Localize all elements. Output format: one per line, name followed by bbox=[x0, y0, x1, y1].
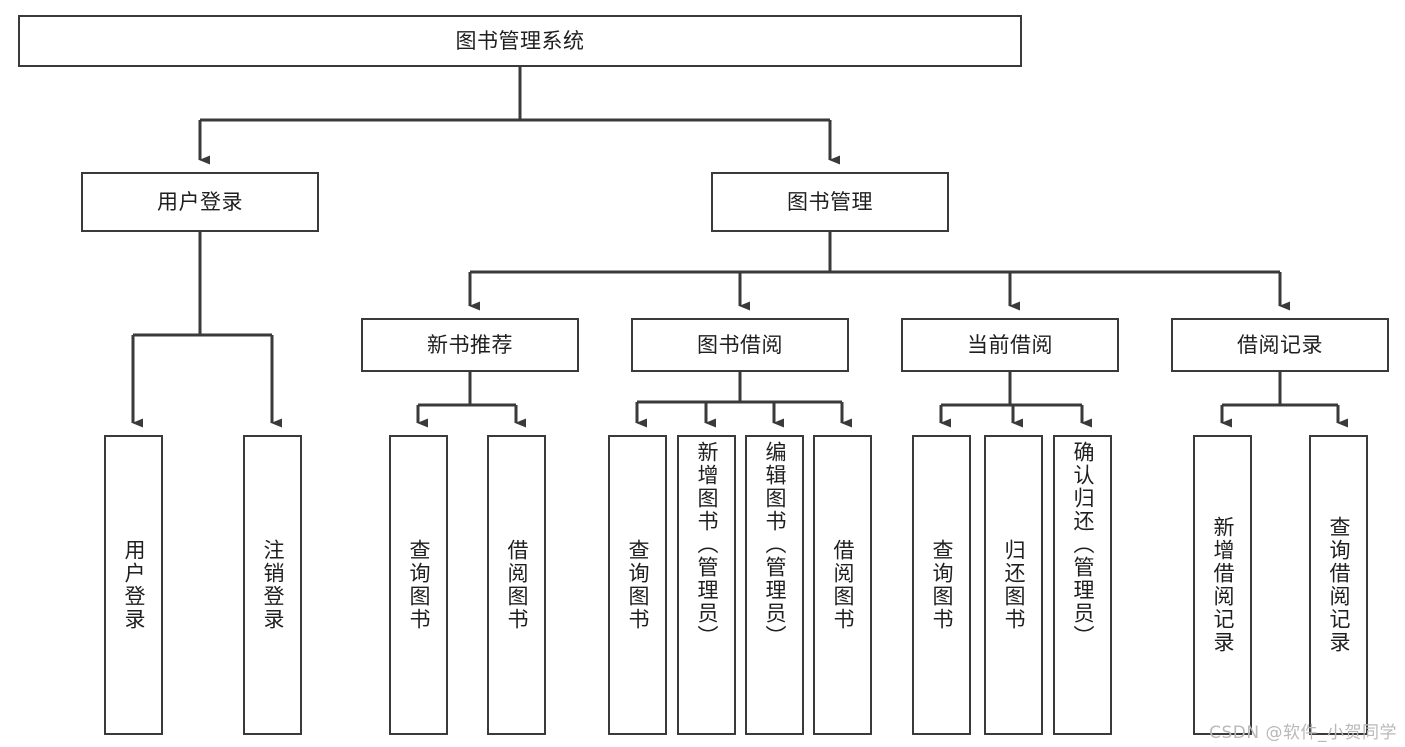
node-leaf-return-book-label: 归还图书 bbox=[1001, 539, 1026, 631]
node-user-login[interactable]: 用户登录 bbox=[81, 172, 319, 232]
node-new-book-rec-label: 新书推荐 bbox=[427, 332, 513, 357]
node-leaf-user-login-label: 用户登录 bbox=[121, 539, 146, 631]
node-book-borrow-label: 图书借阅 bbox=[697, 332, 783, 357]
node-leaf-query-book-3[interactable]: 查询图书 bbox=[912, 435, 971, 735]
node-leaf-add-book-admin-label: 新增图书（管理员） bbox=[694, 441, 719, 648]
node-leaf-return-book[interactable]: 归还图书 bbox=[984, 435, 1043, 735]
node-leaf-query-book-2-label: 查询图书 bbox=[625, 539, 650, 631]
node-leaf-borrow-book-2-label: 借阅图书 bbox=[830, 539, 855, 631]
node-leaf-edit-book-admin[interactable]: 编辑图书（管理员） bbox=[745, 435, 804, 735]
node-root-label: 图书管理系统 bbox=[455, 28, 585, 53]
node-leaf-query-book-1-label: 查询图书 bbox=[406, 539, 431, 631]
node-leaf-user-logout-label: 注销登录 bbox=[260, 539, 285, 631]
node-current-borrow[interactable]: 当前借阅 bbox=[901, 318, 1119, 372]
node-leaf-edit-book-admin-label: 编辑图书（管理员） bbox=[762, 441, 787, 648]
node-user-login-label: 用户登录 bbox=[157, 189, 243, 214]
node-leaf-borrow-book-1-label: 借阅图书 bbox=[504, 539, 529, 631]
node-borrow-record[interactable]: 借阅记录 bbox=[1171, 318, 1389, 372]
node-book-borrow[interactable]: 图书借阅 bbox=[631, 318, 849, 372]
node-leaf-borrow-book-1[interactable]: 借阅图书 bbox=[487, 435, 546, 735]
node-leaf-query-book-3-label: 查询图书 bbox=[929, 539, 954, 631]
node-leaf-query-book-2[interactable]: 查询图书 bbox=[608, 435, 667, 735]
node-current-borrow-label: 当前借阅 bbox=[967, 332, 1053, 357]
node-leaf-confirm-return-admin-label: 确认归还（管理员） bbox=[1070, 441, 1095, 648]
node-root[interactable]: 图书管理系统 bbox=[18, 15, 1022, 67]
node-leaf-query-borrow-record[interactable]: 查询借阅记录 bbox=[1309, 435, 1368, 735]
node-book-manage[interactable]: 图书管理 bbox=[711, 172, 949, 232]
node-leaf-add-borrow-record-label: 新增借阅记录 bbox=[1210, 516, 1235, 654]
node-leaf-query-book-1[interactable]: 查询图书 bbox=[389, 435, 448, 735]
node-leaf-user-login[interactable]: 用户登录 bbox=[104, 435, 163, 735]
node-leaf-user-logout[interactable]: 注销登录 bbox=[243, 435, 302, 735]
node-leaf-borrow-book-2[interactable]: 借阅图书 bbox=[813, 435, 872, 735]
node-leaf-add-borrow-record[interactable]: 新增借阅记录 bbox=[1193, 435, 1252, 735]
node-leaf-confirm-return-admin[interactable]: 确认归还（管理员） bbox=[1053, 435, 1112, 735]
node-leaf-query-borrow-record-label: 查询借阅记录 bbox=[1326, 516, 1351, 654]
node-borrow-record-label: 借阅记录 bbox=[1237, 332, 1323, 357]
node-book-manage-label: 图书管理 bbox=[787, 189, 873, 214]
node-leaf-add-book-admin[interactable]: 新增图书（管理员） bbox=[677, 435, 736, 735]
node-new-book-rec[interactable]: 新书推荐 bbox=[361, 318, 579, 372]
csdn-watermark: CSDN @软件_小贺同学 bbox=[1209, 723, 1397, 743]
